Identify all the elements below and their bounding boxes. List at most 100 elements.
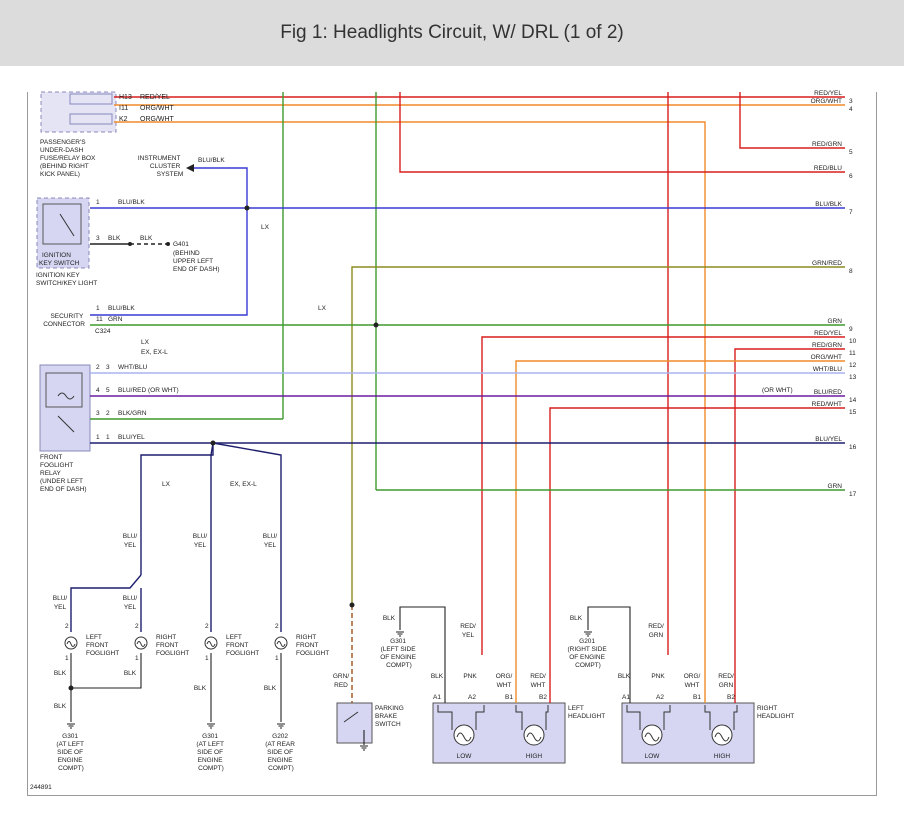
blu-red-or-wht-label: BLU/RED (OR WHT)	[118, 387, 179, 394]
right-wire-number-11: 11	[849, 350, 856, 357]
foglight-relay-label: FRONT FOGLIGHT RELAY (UNDER LEFT END OF …	[40, 454, 87, 493]
wire-blu-yel-lf-fog	[70, 574, 142, 632]
parking-brake-switch-box	[336, 702, 373, 744]
lx-label-4: LX	[162, 481, 171, 488]
security-connector-label: SECURITY CONNECTOR	[43, 313, 85, 328]
relay-switch-blade	[57, 415, 75, 433]
blu-yel-v2: BLU/YEL	[193, 533, 208, 549]
lx-label-2: LX	[318, 305, 327, 312]
pin-right-b2: B2	[727, 694, 735, 701]
right-wire-number-14: 14	[849, 397, 857, 404]
right-wire-number-9: 9	[849, 326, 853, 333]
pin-fog-4-1: 1	[275, 655, 279, 662]
figure-id: 244891	[30, 784, 52, 791]
wire-11-red-grn	[734, 348, 845, 703]
wire-to-instrument-cluster	[192, 167, 248, 208]
pin-relay-2b: 2	[106, 410, 110, 417]
headlight-internal-wiring	[437, 705, 738, 730]
pnk-right-label: PNK	[651, 673, 665, 680]
right-high-bulb	[711, 724, 733, 746]
right-wire-number-10: 10	[849, 338, 857, 345]
right-wire-label-9: GRN	[828, 318, 843, 325]
ignition-switch-blade	[59, 213, 75, 237]
wire-6-red-blu	[399, 92, 845, 173]
pin-fog-1-1: 1	[65, 655, 69, 662]
right-wire-label-5: RED/GRN	[812, 141, 842, 148]
figure-title: Fig 1: Headlights Circuit, W/ DRL (1 of …	[280, 22, 624, 43]
right-wire-label-14: BLU/RED	[814, 389, 842, 396]
fuse-k2	[69, 113, 113, 125]
pin-ign-3: 3	[96, 235, 100, 242]
ignition-switch-contact	[42, 203, 82, 245]
pin-right-a2: A2	[656, 694, 664, 701]
g201-label: G201 (RIGHT SIDE OF ENGINE COMPT)	[567, 638, 608, 669]
blu-blk-cluster-label: BLU/BLK	[198, 157, 225, 164]
right-wire-number-3: 3	[849, 98, 853, 105]
pin-left-b2: B2	[539, 694, 547, 701]
left-front-foglight-b-bulb	[204, 636, 218, 650]
org-wht-v1: ORG/WHT	[496, 673, 513, 689]
pin-relay-1a: 1	[96, 434, 100, 441]
rf-fog-a-label: RIGHT FRONT FOGLIGHT	[156, 634, 189, 657]
red-wht-v: RED/WHT	[530, 673, 546, 689]
wht-blu-label: WHT/BLU	[118, 364, 148, 371]
pin-relay-3b: 3	[96, 410, 100, 417]
blk-right-hl-label: BLK	[618, 673, 631, 680]
pin-sec-1: 1	[96, 305, 100, 312]
wire-k2-org-wht	[114, 121, 706, 703]
right-wire-number-6: 6	[849, 173, 853, 180]
blu-blk-sec-label: BLU/BLK	[108, 305, 135, 312]
lx-label-3: LX	[141, 339, 150, 346]
blk-g201-label: BLK	[570, 615, 583, 622]
passenger-fuse-box	[40, 91, 117, 133]
right-wire-number-4: 4	[849, 106, 853, 113]
c324-label: C324	[95, 328, 111, 335]
right-high-label: HIGH	[714, 753, 731, 760]
ex-label-1: EX, EX-L	[141, 349, 168, 356]
right-wire-label-15: RED/WHT	[812, 401, 842, 408]
org-wht-v2: ORG/WHT	[684, 673, 701, 689]
pin-relay-2: 2	[96, 364, 100, 371]
ignition-switch-light-label: IGNITION KEY SWITCH/KEY LIGHT	[36, 272, 97, 287]
right-wire-number-5: 5	[849, 149, 853, 156]
blk-fog-1: BLK	[54, 670, 67, 677]
blu-yel-v3: BLU/YEL	[263, 533, 278, 549]
right-wire-label-4: ORG/WHT	[811, 98, 842, 105]
wire-blu-yel-right-fog	[212, 442, 282, 632]
pin-relay-1b: 1	[106, 434, 110, 441]
or-wht-label: (OR WHT)	[762, 387, 793, 394]
left-high-bulb	[523, 724, 545, 746]
relay-coil-symbol	[57, 392, 75, 400]
ground-symbols	[67, 631, 592, 751]
pass-fuse-box-label: PASSENGER'S UNDER-DASH FUSE/RELAY BOX (B…	[40, 139, 97, 178]
junction-dots	[68, 205, 379, 691]
right-wire-number-12: 12	[849, 362, 857, 369]
left-high-label: HIGH	[526, 753, 543, 760]
blk-grn-label: BLK/GRN	[118, 410, 147, 417]
pin-relay-4: 4	[96, 387, 100, 394]
pin-left-a1: A1	[433, 694, 441, 701]
right-wire-label-7: BLU/BLK	[815, 201, 842, 208]
diagram-frame	[27, 92, 877, 796]
wire-security-blu-blk	[90, 208, 248, 316]
wire-10-red-yel	[481, 336, 845, 655]
pin-sec-11: 11	[96, 316, 103, 323]
pin-fog-2-2: 2	[135, 623, 139, 630]
grn-red-v: GRN/RED	[333, 673, 349, 689]
wire-blu-yel-left-fog	[140, 443, 214, 575]
right-front-foglight-a-bulb	[134, 636, 148, 650]
red-yel-v: RED/YEL	[460, 623, 476, 639]
right-front-foglight-b-bulb	[274, 636, 288, 650]
fuse-pin-k2: K2	[119, 116, 128, 123]
wire-5-red-grn	[739, 92, 845, 149]
relay-coil	[45, 372, 83, 408]
blk-left-hl-label: BLK	[431, 673, 444, 680]
right-wire-label-16: BLU/YEL	[815, 436, 842, 443]
wire-blu-yel-mid-fog	[210, 442, 214, 632]
blu-yel-relay-label: BLU/YEL	[118, 434, 145, 441]
red-grn-v2: RED/GRN	[718, 673, 734, 689]
lf-fog-b-label: LEFT FRONT FOGLIGHT	[226, 634, 259, 657]
right-wire-label-10: RED/YEL	[814, 330, 842, 337]
pin-fog-1-2: 2	[65, 623, 69, 630]
